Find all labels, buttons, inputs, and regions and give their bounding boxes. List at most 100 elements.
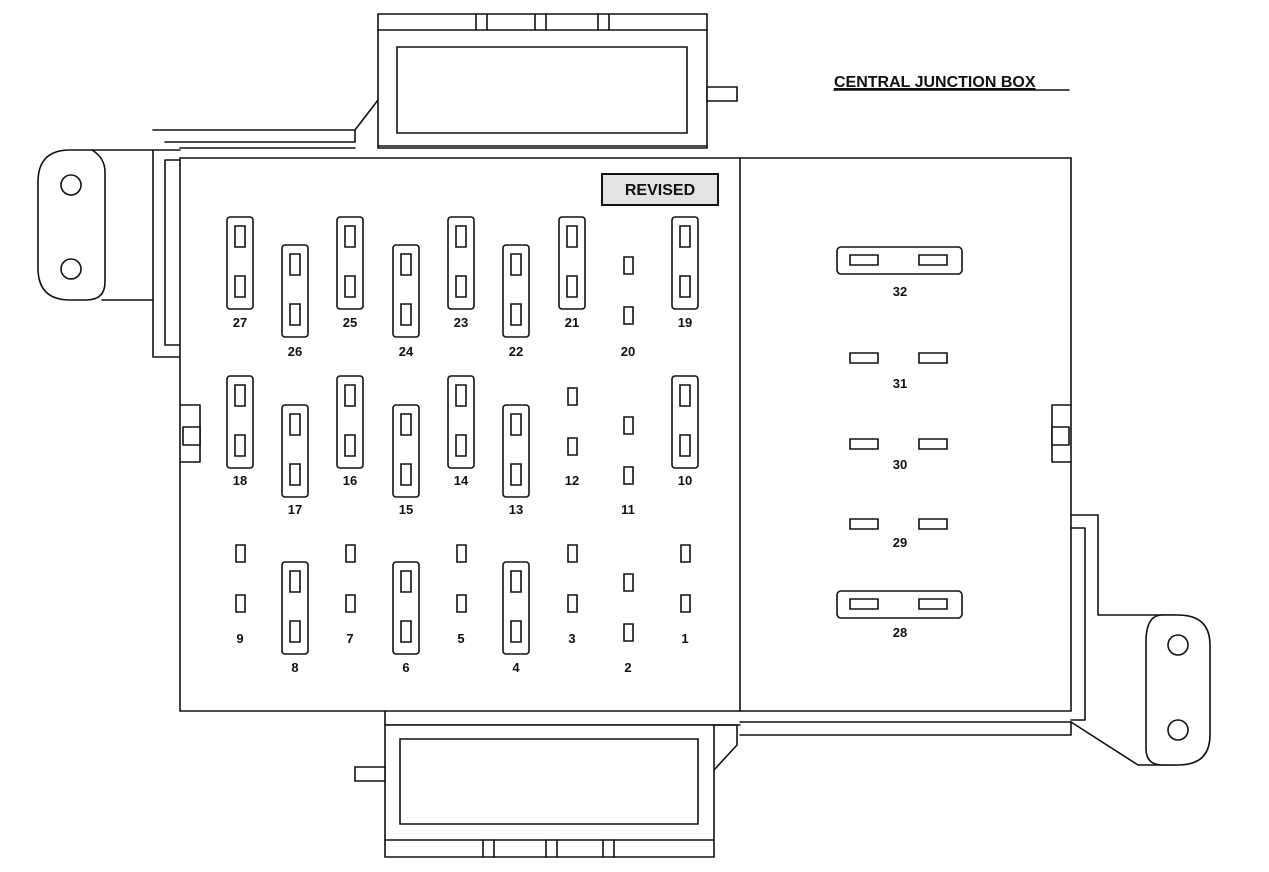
relay-label: 28 [893,625,907,640]
fuse-blade [290,621,300,642]
fuse-blade [567,226,577,247]
revised-badge-label: REVISED [625,182,695,199]
fuse-blade [235,276,245,297]
fuse-label: 9 [236,631,243,646]
fuse-blade [235,435,245,456]
fuse-16: 16 [337,376,363,488]
fuse-blade [456,435,466,456]
fuse-19: 19 [672,217,698,330]
fuse-label: 7 [346,631,353,646]
fuse-body [503,245,529,337]
fuse-3: 3 [568,545,577,646]
fuse-blade [511,464,521,485]
fuse-label: 27 [233,315,247,330]
fuse-blade [345,276,355,297]
fuse-blade [345,385,355,406]
fuse-blade [290,571,300,592]
fuse-blade [290,254,300,275]
fuse-label: 21 [565,315,579,330]
fuse-label: 16 [343,473,357,488]
fuse-7: 7 [346,545,355,646]
fuse-blade [290,304,300,325]
fuse-label: 8 [291,660,298,675]
fuse-25: 25 [337,217,363,330]
fuse-body [448,376,474,468]
empty-terminal-slot [624,467,633,484]
fuse-blade [567,276,577,297]
fuse-body [227,376,253,468]
fuse-26: 26 [282,245,308,359]
fuse-body [227,217,253,309]
fuse-blade [511,414,521,435]
fuse-body [503,405,529,497]
fuse-blade [235,385,245,406]
fuse-blade [456,276,466,297]
fuse-label: 14 [454,473,469,488]
fuse-panel: 2726252423222120191817161514131211109876… [227,217,698,675]
maxi-fuse-body [837,247,962,274]
terminal-slot [919,353,947,363]
mounting-hole-lower-1 [1168,635,1188,655]
fuse-label: 19 [678,315,692,330]
empty-terminal-slot [681,595,690,612]
relay-28: 28 [837,591,962,640]
terminal-slot [919,255,947,265]
empty-terminal-slot [624,574,633,591]
mounting-hole-lower-2 [1168,720,1188,740]
fuse-label: 15 [399,502,413,517]
fuse-label: 26 [288,344,302,359]
fuse-8: 8 [282,562,308,675]
fuse-blade [680,435,690,456]
fuse-blade [680,385,690,406]
terminal-slot [919,519,947,529]
fuse-label: 18 [233,473,247,488]
fuse-label: 20 [621,344,635,359]
fuse-4: 4 [503,562,529,675]
mounting-hole-upper-1 [61,175,81,195]
terminal-slot [850,439,878,449]
revised-badge: REVISED [602,174,718,205]
empty-terminal-slot [624,624,633,641]
fuse-blade [511,304,521,325]
fuse-label: 6 [402,660,409,675]
fuse-blade [511,571,521,592]
mounting-hole-upper-2 [61,259,81,279]
fuse-label: 1 [681,631,688,646]
fuse-body [282,562,308,654]
fuse-blade [401,571,411,592]
fuse-body [393,405,419,497]
relay-31: 31 [850,353,947,391]
fuse-body [559,217,585,309]
empty-terminal-slot [457,545,466,562]
fuse-5: 5 [457,545,466,646]
relay-label: 31 [893,376,907,391]
relay-label: 30 [893,457,907,472]
fuse-body [282,405,308,497]
fuse-blade [235,226,245,247]
fuse-17: 17 [282,405,308,517]
fuse-23: 23 [448,217,474,330]
empty-terminal-slot [624,257,633,274]
terminal-slot [850,599,878,609]
fuse-body [503,562,529,654]
fuse-27: 27 [227,217,253,330]
fuse-blade [290,414,300,435]
fuse-1: 1 [681,545,690,646]
fuse-body [393,562,419,654]
empty-terminal-slot [568,388,577,405]
fuse-body [672,376,698,468]
fuse-blade [680,226,690,247]
fuse-blade [401,464,411,485]
fuse-label: 22 [509,344,523,359]
fuse-blade [680,276,690,297]
fuse-18: 18 [227,376,253,488]
fuse-blade [345,226,355,247]
fuse-12: 12 [565,388,579,488]
fuse-13: 13 [503,405,529,517]
housing-outline [38,14,1210,857]
fuse-label: 2 [624,660,631,675]
terminal-slot [850,255,878,265]
fuse-blade [290,464,300,485]
